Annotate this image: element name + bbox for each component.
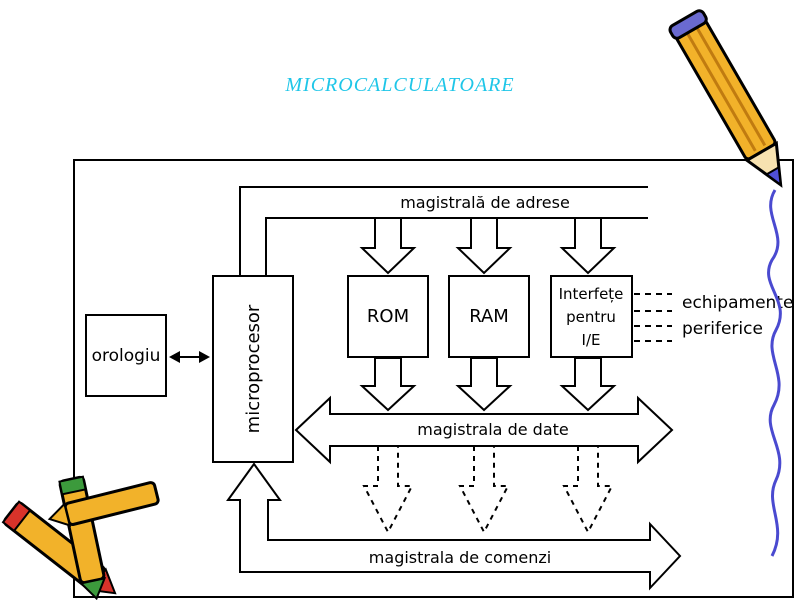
control-dashed-arrows <box>362 446 614 535</box>
crayons-icon <box>1 475 160 600</box>
peripheral-label-line2: periferice <box>682 319 763 339</box>
io-label-line2: pentru <box>566 308 616 326</box>
io-label-line3: I/E <box>582 331 601 349</box>
microprocessor-block <box>212 275 294 463</box>
diagram-frame <box>73 159 794 598</box>
ram-block <box>448 275 530 358</box>
rom-label: ROM <box>367 306 409 327</box>
scribble-line <box>767 189 782 557</box>
peripheral-links <box>634 293 672 342</box>
address-bus <box>239 186 648 276</box>
control-bus-arrow <box>226 462 682 591</box>
data-bus-label: magistrala de date <box>417 420 568 439</box>
data-arrow-io <box>559 357 617 412</box>
control-arrow-rom <box>362 446 414 535</box>
address-arrow-io <box>559 217 617 275</box>
data-in-arrows <box>359 357 617 412</box>
address-arrow-ram <box>455 217 513 275</box>
rom-block <box>347 275 429 358</box>
clock-label: orologiu <box>92 346 161 366</box>
clock-cpu-link <box>169 351 210 363</box>
io-label-line1: Interfețe <box>559 285 624 303</box>
pencil-icon <box>668 9 783 188</box>
microprocessor-label: microprocesor <box>243 304 264 433</box>
data-arrow-ram <box>455 357 513 412</box>
clock-block <box>85 314 167 397</box>
peripheral-label-line1: echipamente <box>682 293 793 313</box>
address-arrow-rom <box>359 217 417 275</box>
ram-label: RAM <box>469 306 509 327</box>
control-arrow-ram <box>458 446 510 535</box>
control-arrow-io <box>562 446 614 535</box>
address-arrows <box>359 217 617 275</box>
data-arrow-rom <box>359 357 417 412</box>
address-bus-label: magistrală de adrese <box>400 193 570 212</box>
control-bus-label: magistrala de comenzi <box>369 548 551 567</box>
slide-title: MICROCALCULATOARE <box>285 74 515 96</box>
